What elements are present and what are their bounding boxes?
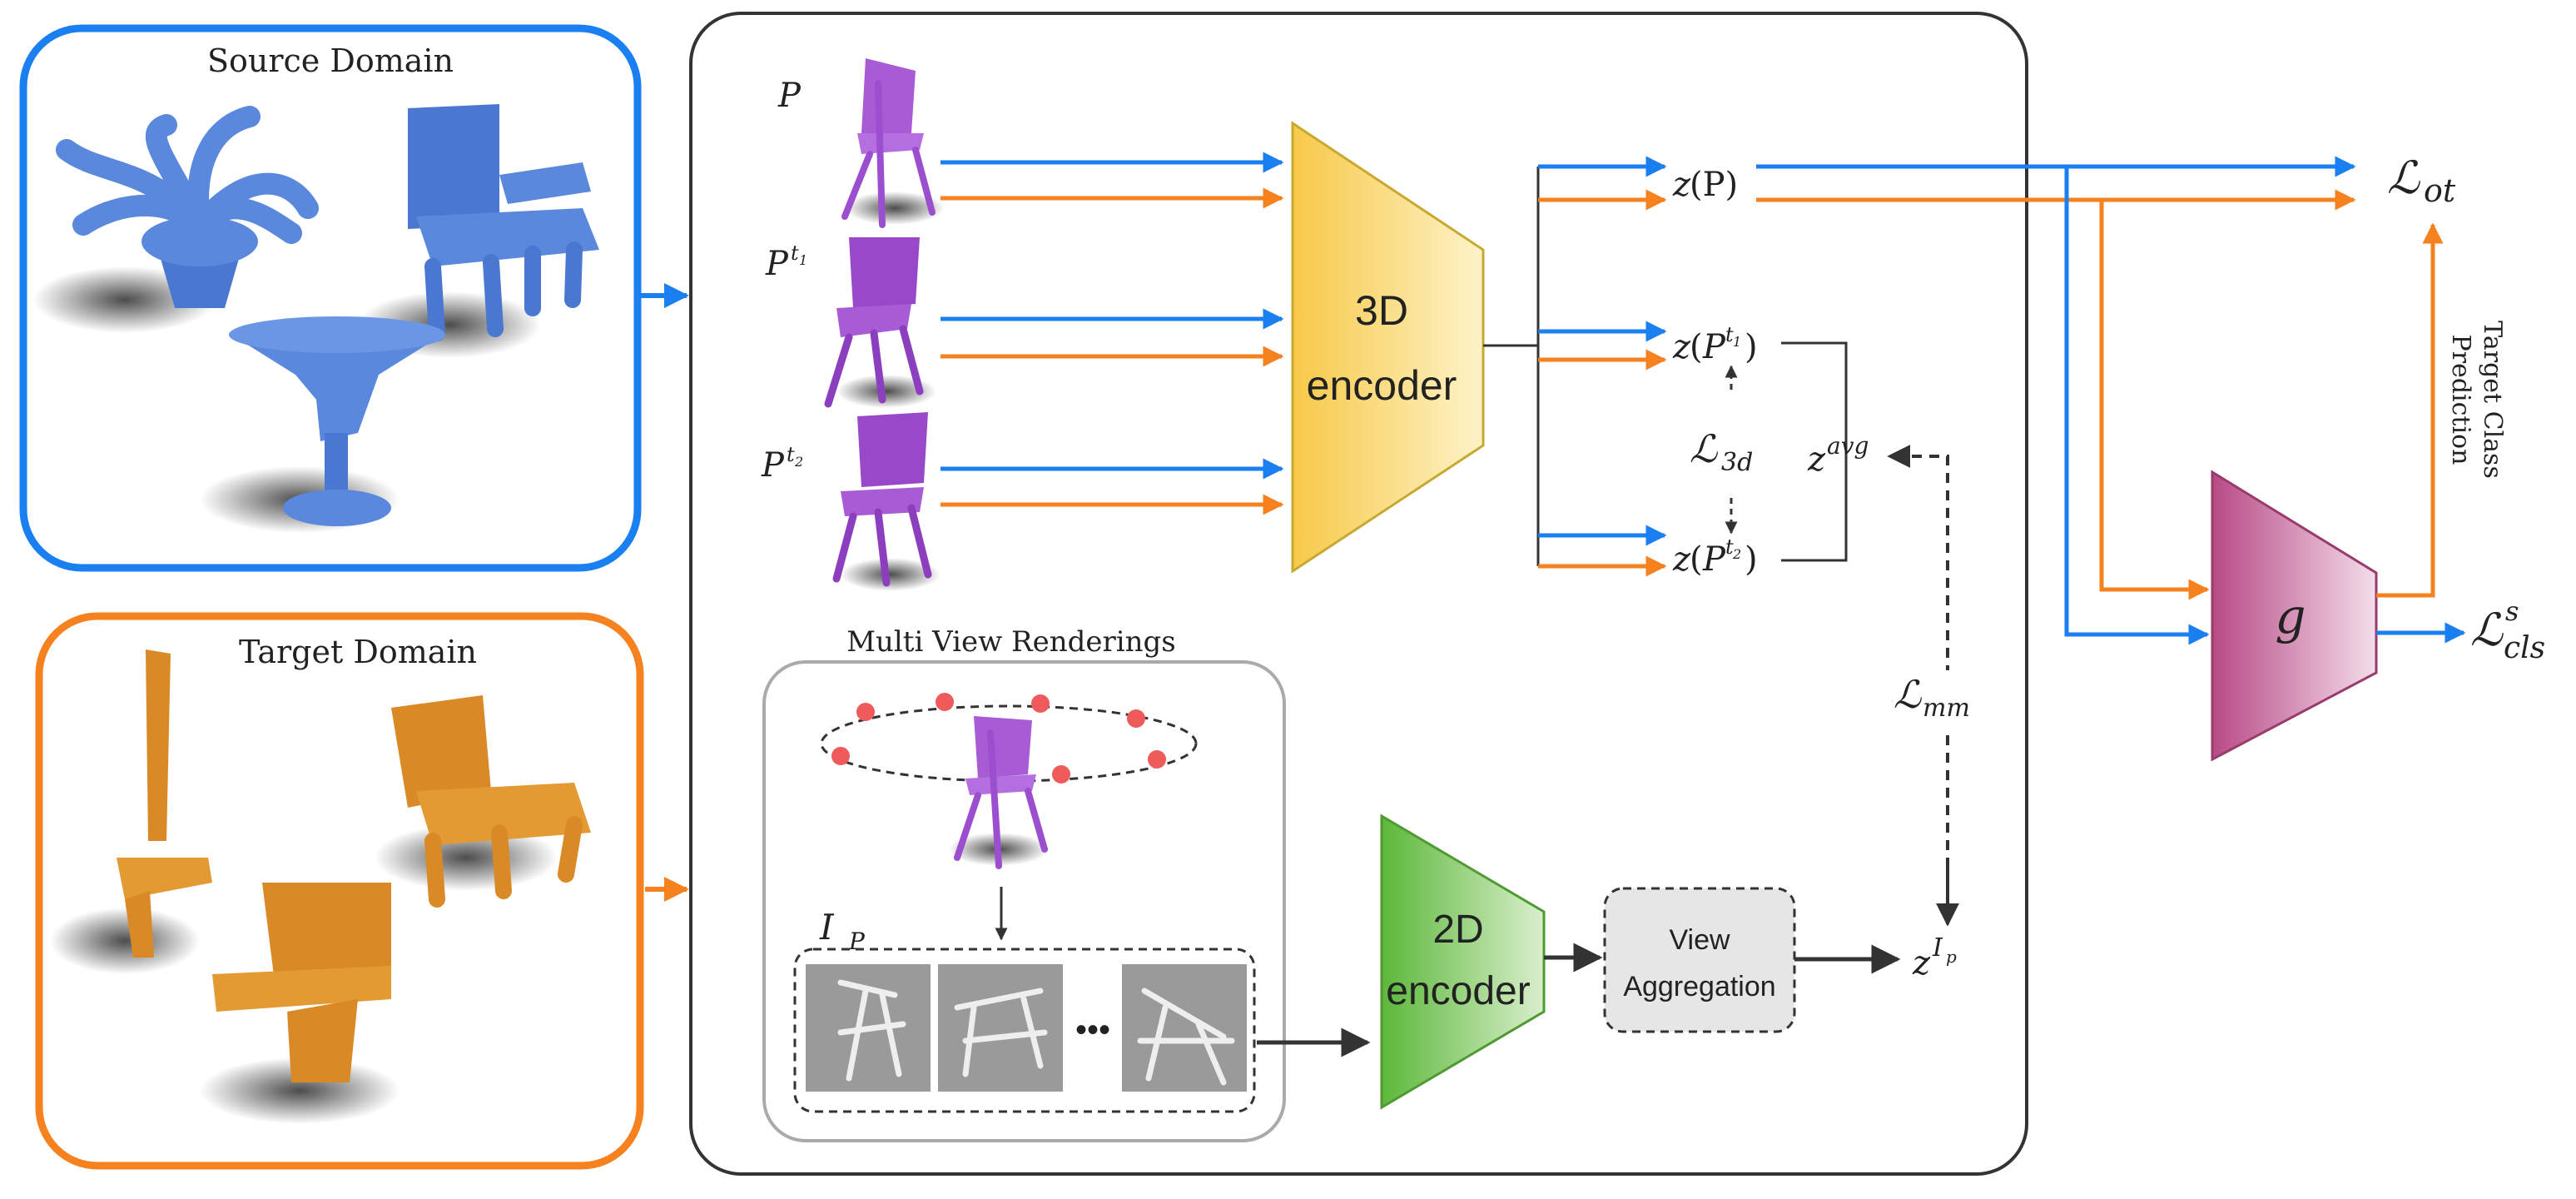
camera-points: [831, 693, 1166, 784]
loss-l3d: ℒ 3d: [1690, 426, 1753, 477]
loss-lmm: ℒ mm: [1894, 672, 1970, 723]
lmm-connector: [1887, 445, 1949, 920]
svg-text:z: z: [1807, 440, 1826, 479]
classifier-label: g: [2275, 588, 2305, 644]
svg-text:mm: mm: [1923, 694, 1970, 723]
encoder-3d: 3D encoder: [1291, 121, 1485, 574]
latent-zpt2: z ( P t 2 ): [1672, 535, 1758, 579]
classifier-g: g: [2211, 470, 2378, 762]
svg-text:z: z: [1672, 166, 1691, 204]
input-chair-p: [841, 58, 945, 228]
svg-text:t: t: [1725, 535, 1734, 559]
view-aggregation-line1: View: [1669, 924, 1730, 956]
svg-text:z: z: [1912, 944, 1931, 983]
encoder-3d-line2: encoder: [1307, 362, 1457, 409]
svg-text:ℒ: ℒ: [2387, 152, 2420, 204]
target-domain-title: Target Domain: [239, 634, 477, 670]
avg-bracket: [1781, 341, 1848, 562]
svg-text:I: I: [819, 907, 835, 948]
target-chair-front-pointcloud: [200, 883, 400, 1124]
input-chair-pt1: [824, 237, 936, 408]
encoder-3d-line1: 3D: [1355, 287, 1408, 334]
svg-text:ℒ: ℒ: [1894, 672, 1922, 717]
latent-zip: z I p: [1912, 933, 1957, 983]
svg-text:I: I: [1932, 933, 1943, 963]
target-class-prediction-label: Target Class Prediction: [2446, 321, 2507, 479]
input-chair-pt2: [832, 412, 941, 591]
camera-orbit: [820, 704, 1198, 783]
svg-text:1: 1: [1733, 334, 1741, 350]
target-domain-panel: Target Domain: [35, 612, 644, 1170]
loss-lcls: ℒ s cls: [2470, 595, 2545, 665]
images-label: I P: [819, 907, 866, 955]
rendered-images-group: [793, 948, 1256, 1113]
svg-text:ot: ot: [2424, 172, 2456, 209]
svg-text:2: 2: [794, 454, 803, 470]
source-plant-pointcloud: [33, 106, 319, 333]
zp-output-arrows: [1756, 156, 2356, 645]
svg-text:P: P: [1702, 540, 1726, 579]
label-pt2: P t 2: [761, 443, 803, 485]
svg-text:): ): [1745, 328, 1758, 366]
svg-text:(: (: [1690, 328, 1703, 366]
svg-text:p: p: [1946, 947, 1957, 967]
svg-text:z: z: [1672, 540, 1691, 579]
target-prediction-arrow: [2376, 222, 2444, 598]
source-armchair-pointcloud: [358, 104, 599, 358]
pipeline-panel: [689, 12, 2028, 1176]
svg-text:Target Class: Target Class: [2478, 321, 2507, 479]
target-chair-right-pointcloud: [375, 695, 591, 908]
svg-text:Prediction: Prediction: [2446, 335, 2475, 465]
source-vase-pointcloud: [200, 316, 445, 533]
svg-text:avg: avg: [1827, 432, 1869, 460]
source-domain-panel: Source Domain: [19, 24, 642, 572]
svg-text:P: P: [848, 928, 866, 955]
svg-text:cls: cls: [2504, 631, 2545, 665]
svg-text:z: z: [1672, 328, 1691, 366]
svg-text:s: s: [2505, 595, 2519, 627]
label-p: P: [777, 77, 802, 115]
svg-text:1: 1: [799, 252, 807, 268]
source-domain-title: Source Domain: [207, 42, 454, 79]
target-chair-tall-pointcloud: [50, 649, 212, 974]
lmm-label-bg: [1885, 670, 2010, 729]
svg-text:(: (: [1690, 540, 1703, 579]
svg-text:ℒ: ℒ: [2470, 604, 2504, 656]
latent-zavg: z avg: [1807, 432, 1869, 479]
multiview-chair: [949, 716, 1049, 869]
svg-text:ℒ: ℒ: [1690, 426, 1718, 471]
multiview-title: Multi View Renderings: [846, 625, 1176, 659]
svg-text:2: 2: [1732, 546, 1741, 562]
rendered-view-1: [806, 964, 931, 1092]
multiview-panel: Multi View Renderings I P: [762, 625, 1286, 1142]
label-pt1: P t 1: [765, 241, 807, 283]
latent-zpt1: z ( P t 1 ): [1672, 323, 1758, 366]
svg-text:3d: 3d: [1721, 448, 1753, 477]
encoder-2d-line2: encoder: [1386, 969, 1530, 1013]
rendered-view-2: [938, 964, 1063, 1092]
svg-text:t: t: [787, 443, 795, 466]
loss-lot: ℒ ot: [2387, 152, 2456, 209]
rendered-view-n: [1122, 964, 1247, 1092]
svg-text:(P): (P): [1690, 166, 1738, 204]
encoder-2d-line1: 2D: [1432, 908, 1483, 952]
view-aggregation-line2: Aggregation: [1623, 971, 1775, 1002]
svg-text:P: P: [765, 245, 789, 283]
svg-text:P: P: [1702, 328, 1726, 366]
svg-text:t: t: [1725, 323, 1734, 346]
svg-text:P: P: [761, 446, 785, 485]
svg-text:): ): [1745, 540, 1758, 579]
encoder-2d: 2D encoder: [1380, 813, 1546, 1110]
encoder-output-fan: [1483, 156, 1667, 577]
latent-zp: z (P): [1672, 166, 1738, 204]
images-ellipsis: •••: [1075, 1012, 1110, 1048]
svg-text:t: t: [791, 241, 799, 265]
view-aggregation-box: View Aggregation: [1603, 887, 1796, 1033]
input-arrows: [941, 152, 1284, 515]
